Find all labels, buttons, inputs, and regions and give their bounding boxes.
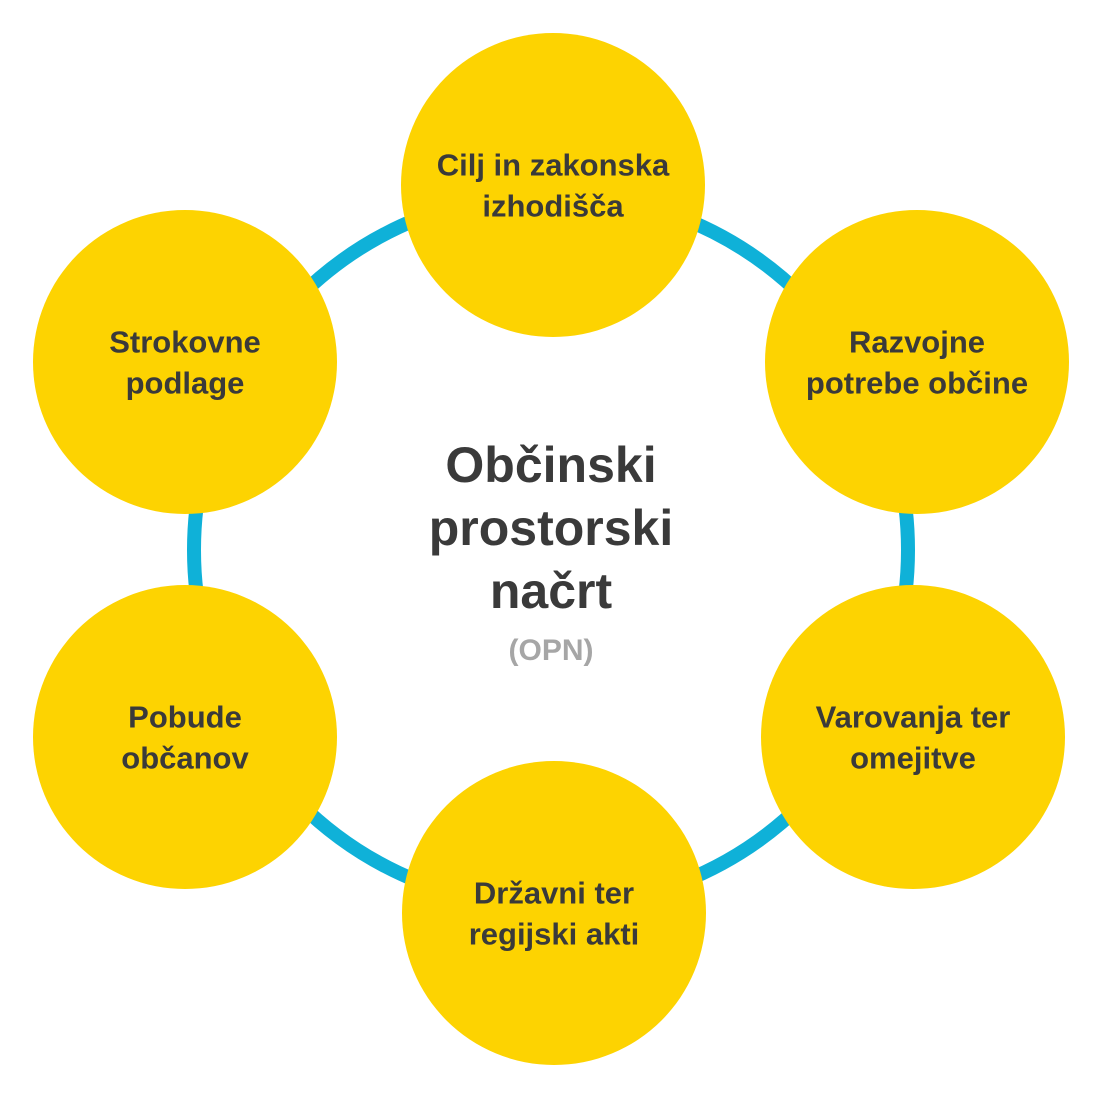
node-label-razvojne-line-2: potrebe občine bbox=[806, 366, 1028, 401]
node-label-pobude-line-1: Pobude bbox=[128, 700, 242, 735]
node-razvojne: Razvojne potrebe občine bbox=[765, 210, 1069, 514]
center-title: Občinski prostorski načrt (OPN) bbox=[429, 437, 674, 667]
node-circle-cilj bbox=[401, 33, 705, 337]
node-label-cilj-line-1: Cilj in zakonska bbox=[437, 148, 670, 183]
node-circle-varovanja bbox=[761, 585, 1065, 889]
node-label-varovanja-line-1: Varovanja ter bbox=[816, 700, 1011, 735]
node-label-drzavni-line-2: regijski akti bbox=[469, 917, 640, 952]
node-label-pobude-line-2: občanov bbox=[121, 741, 249, 776]
node-drzavni: Državni ter regijski akti bbox=[402, 761, 706, 1065]
node-varovanja: Varovanja ter omejitve bbox=[761, 585, 1065, 889]
node-pobude: Pobude občanov bbox=[33, 585, 337, 889]
node-label-drzavni-line-1: Državni ter bbox=[474, 876, 634, 911]
node-label-strokovne-line-1: Strokovne bbox=[109, 325, 261, 360]
center-subtitle: (OPN) bbox=[509, 634, 594, 667]
node-circle-pobude bbox=[33, 585, 337, 889]
node-circle-razvojne bbox=[765, 210, 1069, 514]
node-cilj: Cilj in zakonska izhodišča bbox=[401, 33, 705, 337]
node-circle-strokovne bbox=[33, 210, 337, 514]
node-label-cilj-line-2: izhodišča bbox=[482, 189, 624, 224]
node-label-varovanja-line-2: omejitve bbox=[850, 741, 976, 776]
node-label-strokovne-line-2: podlage bbox=[126, 366, 245, 401]
node-strokovne: Strokovne podlage bbox=[33, 210, 337, 514]
center-title-line-2: prostorski bbox=[429, 500, 674, 556]
node-circle-drzavni bbox=[402, 761, 706, 1065]
center-title-line-1: Občinski bbox=[445, 437, 656, 493]
node-label-razvojne-line-1: Razvojne bbox=[849, 325, 985, 360]
center-title-line-3: načrt bbox=[490, 563, 613, 619]
